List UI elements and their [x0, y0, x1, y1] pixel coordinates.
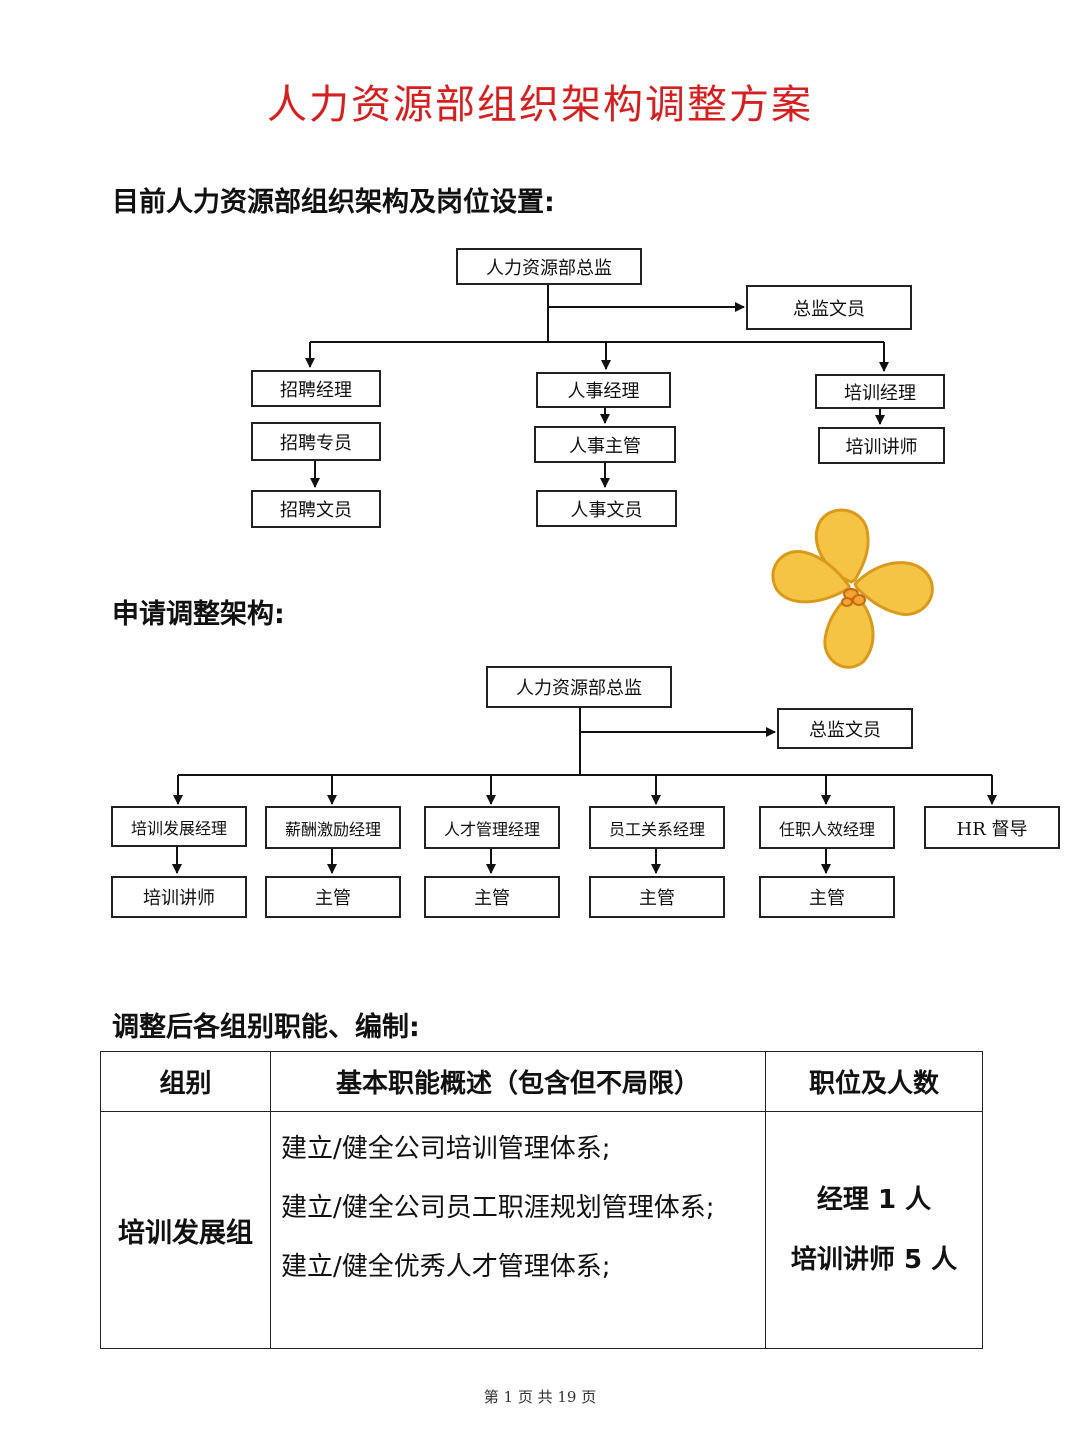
- position-count: 培训讲师 5 人: [767, 1230, 981, 1290]
- current-personnel-supervisor-box: 人事主管: [534, 426, 676, 463]
- duty-item: 建立/健全公司员工职涯规划管理体系;: [281, 1179, 757, 1238]
- section-heading-duties: 调整后各组别职能、编制:: [112, 1005, 420, 1044]
- group-name-cell: 培训发展组: [101, 1112, 271, 1349]
- table-header-row: 组别 基本职能概述（包含但不局限） 职位及人数: [101, 1052, 983, 1112]
- page-number-footer: 第 1 页 共 19 页: [0, 1386, 1080, 1407]
- section-heading-proposed: 申请调整架构:: [112, 592, 285, 631]
- proposed-trainer-box: 培训讲师: [111, 876, 247, 918]
- current-training-manager-box: 培训经理: [815, 374, 945, 409]
- column-header-group: 组别: [101, 1052, 271, 1112]
- current-assistant-box: 总监文员: [746, 285, 912, 330]
- duty-item: 建立/健全公司培训管理体系;: [281, 1120, 757, 1179]
- duties-table: 组别 基本职能概述（包含但不局限） 职位及人数 培训发展组 建立/健全公司培训管…: [100, 1051, 983, 1349]
- proposed-manager-relations-box: 员工关系经理: [589, 806, 725, 849]
- column-header-positions: 职位及人数: [766, 1052, 983, 1112]
- current-recruit-clerk-box: 招聘文员: [251, 490, 381, 528]
- proposed-manager-compensation-box: 薪酬激励经理: [265, 806, 401, 849]
- duties-cell: 建立/健全公司培训管理体系; 建立/健全公司员工职涯规划管理体系; 建立/健全优…: [271, 1112, 766, 1349]
- current-personnel-clerk-box: 人事文员: [536, 490, 677, 527]
- column-header-duties: 基本职能概述（包含但不局限）: [271, 1052, 766, 1112]
- proposed-supervisor-box: 主管: [424, 876, 560, 918]
- proposed-manager-efficiency-box: 任职人效经理: [759, 806, 895, 849]
- positions-cell: 经理 1 人 培训讲师 5 人: [766, 1112, 983, 1349]
- proposed-director-box: 人力资源部总监: [486, 666, 672, 708]
- table-row: 培训发展组 建立/健全公司培训管理体系; 建立/健全公司员工职涯规划管理体系; …: [101, 1112, 983, 1349]
- current-recruit-manager-box: 招聘经理: [251, 370, 381, 407]
- proposed-supervisor-box: 主管: [759, 876, 895, 918]
- duty-item: 建立/健全优秀人才管理体系;: [281, 1238, 757, 1297]
- proposed-supervisor-box: 主管: [589, 876, 725, 918]
- proposed-hr-supervisor-box: HR 督导: [924, 806, 1060, 849]
- proposed-manager-talent-box: 人才管理经理: [424, 806, 560, 849]
- position-count: 经理 1 人: [767, 1170, 981, 1230]
- current-personnel-manager-box: 人事经理: [536, 372, 671, 408]
- proposed-supervisor-box: 主管: [265, 876, 401, 918]
- proposed-assistant-box: 总监文员: [777, 708, 913, 749]
- proposed-manager-training-box: 培训发展经理: [111, 806, 247, 847]
- flower-decoration-icon: [763, 500, 943, 680]
- current-trainer-box: 培训讲师: [818, 427, 945, 464]
- current-director-box: 人力资源部总监: [456, 248, 642, 285]
- current-recruit-specialist-box: 招聘专员: [251, 422, 381, 461]
